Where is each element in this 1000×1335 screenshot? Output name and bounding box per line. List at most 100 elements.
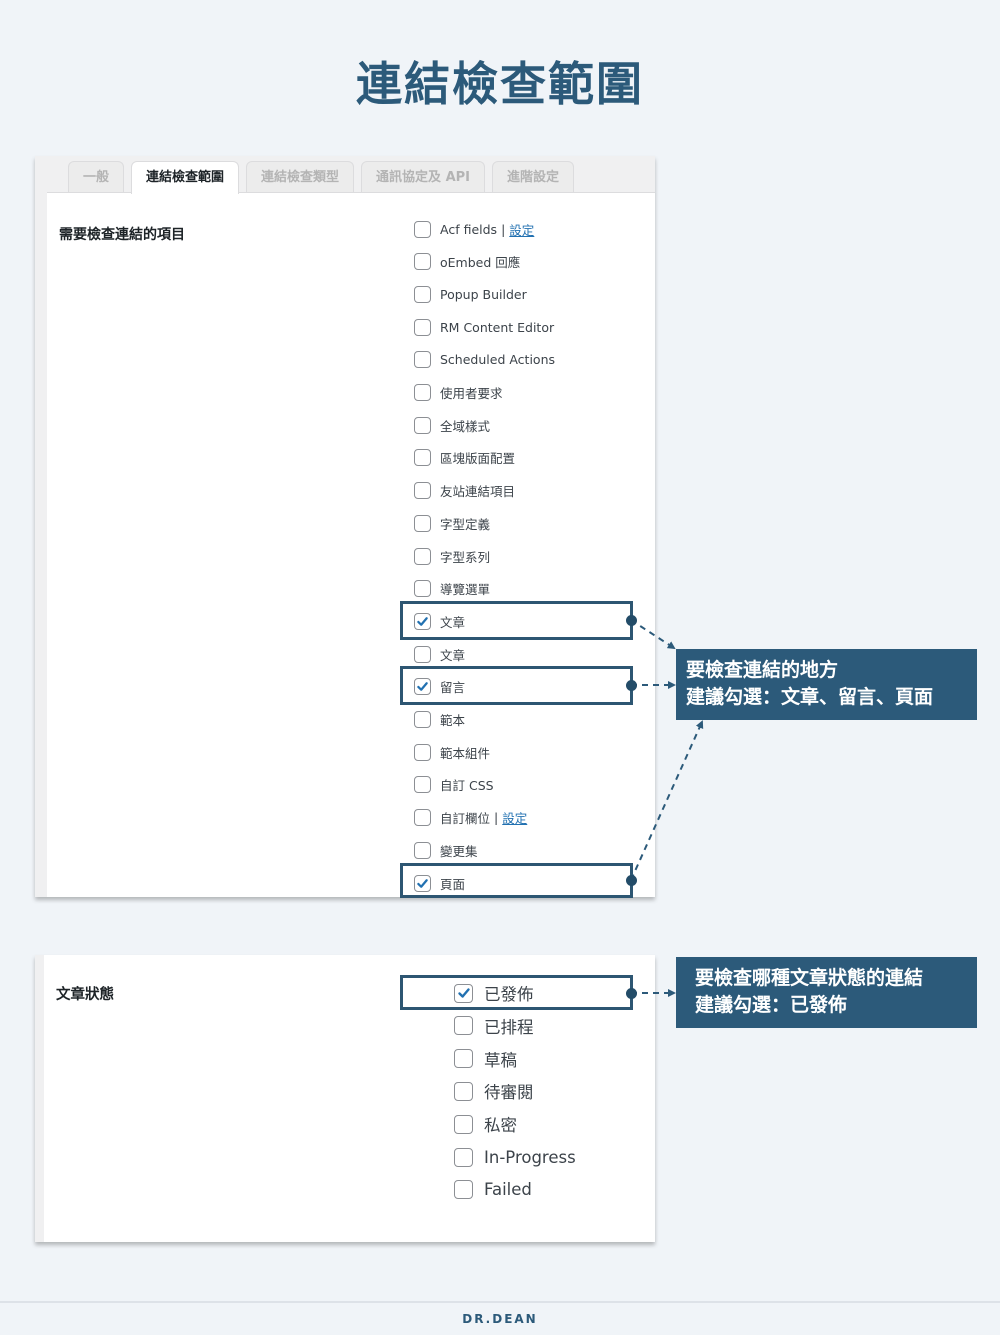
tab-advanced[interactable]: 進階設定: [492, 161, 575, 193]
checkbox[interactable]: [414, 416, 431, 434]
checkbox-label[interactable]: 使用者要求: [440, 386, 503, 401]
scope-checkbox-row[interactable]: Scheduled Actions: [414, 348, 555, 372]
checkbox-label[interactable]: 自訂 CSS: [440, 778, 494, 794]
checkbox[interactable]: [454, 1114, 473, 1134]
checkbox[interactable]: [454, 1147, 473, 1167]
footer-divider: [0, 1301, 1000, 1303]
scope-checkbox-row[interactable]: 區塊版面配置: [414, 446, 515, 470]
scope-checkbox-row[interactable]: 變更集: [414, 838, 478, 862]
checkbox-checked[interactable]: [414, 612, 431, 630]
tab-protocols-api[interactable]: 通訊協定及 API: [361, 161, 485, 193]
checkbox-checked[interactable]: [414, 678, 431, 696]
checkbox-label[interactable]: 變更集: [440, 843, 478, 859]
scope-checkbox-row[interactable]: 自訂欄位|設定: [414, 806, 527, 830]
checkbox-label[interactable]: 字型定義: [440, 516, 491, 532]
scope-checkbox-row[interactable]: 範本: [414, 708, 465, 732]
checkbox-label[interactable]: RM Content Editor: [440, 319, 555, 335]
scope-checkbox-row[interactable]: 全域樣式: [414, 413, 490, 437]
checkbox[interactable]: [414, 809, 431, 827]
scope-checkbox-row[interactable]: RM Content Editor: [414, 315, 554, 339]
scope-checkbox-row[interactable]: 導覽選單: [414, 577, 490, 601]
checkmark-icon: [417, 617, 428, 626]
checkbox-label[interactable]: 待審閱: [484, 1083, 534, 1103]
checkbox[interactable]: [414, 253, 431, 271]
checkbox-label[interactable]: 已排程: [484, 1017, 534, 1037]
checkbox-label[interactable]: 留言: [440, 680, 466, 696]
settings-link[interactable]: 設定: [502, 811, 528, 827]
checkbox-label[interactable]: 頁面: [440, 876, 466, 892]
checkbox[interactable]: [414, 711, 431, 728]
post-status-checkbox-row[interactable]: 草稿: [454, 1047, 517, 1071]
post-status-checkbox-row[interactable]: 已發佈: [454, 981, 534, 1005]
post-status-checkbox-row[interactable]: 私密: [454, 1112, 517, 1136]
checkbox[interactable]: [454, 1016, 473, 1036]
checkbox-label[interactable]: Popup Builder: [440, 286, 527, 302]
settings-tabs: 一般 連結檢查範圍 連結檢查類型 通訊協定及 API 進階設定: [68, 161, 575, 194]
checkbox-label[interactable]: 字型系列: [440, 549, 491, 565]
checkbox[interactable]: [414, 514, 431, 532]
checkbox-label[interactable]: Failed: [484, 1180, 532, 1200]
checkbox[interactable]: [414, 841, 431, 859]
checkbox[interactable]: [414, 645, 431, 663]
checkbox[interactable]: [414, 318, 431, 336]
scope-checkbox-row[interactable]: 自訂 CSS: [414, 773, 494, 797]
checkbox[interactable]: [414, 743, 431, 761]
scope-checkbox-row[interactable]: 字型定義: [414, 511, 490, 535]
checkbox-label[interactable]: 草稿: [484, 1050, 517, 1070]
checkbox-label[interactable]: In-Progress: [484, 1147, 576, 1167]
scope-checkbox-row[interactable]: 留言: [414, 675, 465, 699]
scope-checkbox-row[interactable]: 文章: [414, 642, 465, 666]
callout-status-line1: 要檢查哪種文章狀態的連結: [695, 967, 924, 989]
scope-checkbox-row[interactable]: oEmbed 回應: [414, 250, 520, 274]
checkbox-label[interactable]: oEmbed 回應: [440, 255, 521, 271]
checkbox-label[interactable]: Acf fields: [440, 221, 498, 237]
checkbox-label[interactable]: 文章: [440, 647, 466, 663]
scope-checkbox-row[interactable]: 範本組件: [414, 740, 490, 764]
checkbox[interactable]: [414, 384, 431, 401]
checkbox-label[interactable]: 範本: [440, 713, 466, 728]
checkbox[interactable]: [454, 1081, 473, 1101]
scope-checkbox-row[interactable]: 友站連結項目: [414, 479, 515, 503]
checkbox-checked[interactable]: [454, 983, 473, 1003]
scope-checkbox-row[interactable]: 使用者要求: [414, 381, 503, 405]
checkbox-label[interactable]: 範本組件: [440, 745, 491, 761]
scope-checkbox-row[interactable]: Popup Builder: [414, 282, 527, 306]
scope-checkbox-row[interactable]: 頁面: [414, 871, 465, 895]
checkbox[interactable]: [414, 776, 431, 794]
post-status-checkbox-row[interactable]: 待審閱: [454, 1079, 534, 1103]
checkbox-label[interactable]: Scheduled Actions: [440, 352, 556, 368]
checkbox-label[interactable]: 區塊版面配置: [440, 451, 516, 467]
settings-link[interactable]: 設定: [509, 222, 535, 238]
checkbox-label[interactable]: 自訂欄位: [440, 811, 491, 827]
checkbox-label[interactable]: 導覽選單: [440, 582, 491, 598]
post-status-checkbox-row[interactable]: 已排程: [454, 1014, 534, 1038]
post-status-checkbox-row[interactable]: In-Progress: [454, 1145, 576, 1169]
scope-checkbox-row[interactable]: 文章: [414, 609, 465, 633]
tab-general[interactable]: 一般: [68, 161, 125, 193]
checkbox[interactable]: [414, 449, 431, 467]
checkbox-label[interactable]: 私密: [484, 1116, 517, 1136]
checkbox-label[interactable]: 已發佈: [484, 985, 534, 1004]
post-status-checkbox-row[interactable]: Failed: [454, 1178, 532, 1202]
scope-checkbox-row[interactable]: 字型系列: [414, 544, 490, 568]
checkbox[interactable]: [454, 1049, 473, 1069]
checkbox-checked[interactable]: [414, 874, 431, 892]
tab-link-check-types[interactable]: 連結檢查類型: [246, 161, 355, 193]
checkbox[interactable]: [414, 547, 431, 565]
checkbox[interactable]: [414, 285, 431, 303]
checkbox-label[interactable]: 全域樣式: [440, 418, 491, 434]
checkbox-label[interactable]: 文章: [440, 614, 466, 630]
highlight-box-pages: [400, 863, 633, 898]
checkbox[interactable]: [414, 351, 431, 369]
checkbox[interactable]: [414, 220, 431, 238]
checkbox[interactable]: [414, 580, 431, 598]
checkbox[interactable]: [454, 1180, 473, 1200]
checkbox[interactable]: [414, 482, 431, 500]
highlight-box-comments: [400, 666, 633, 705]
checkbox-label[interactable]: 友站連結項目: [440, 484, 516, 500]
tab-link-check-scope[interactable]: 連結檢查範圍: [131, 161, 240, 194]
connector-dot: [626, 988, 637, 999]
connector-dot: [626, 615, 637, 626]
scope-checkbox-row[interactable]: Acf fields|設定: [414, 217, 534, 241]
settings-panel-scope: 一般 連結檢查範圍 連結檢查類型 通訊協定及 API 進階設定: [35, 156, 655, 897]
